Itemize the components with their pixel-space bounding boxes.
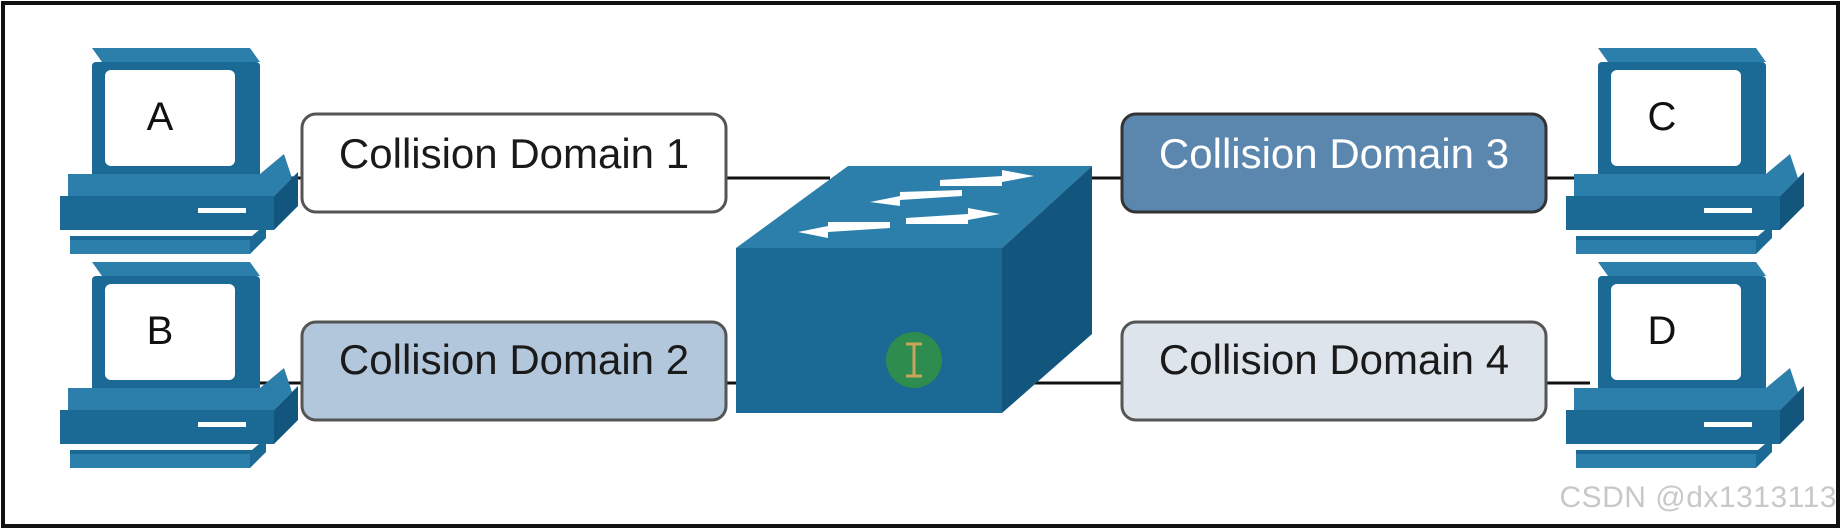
- collision-domain-2-label: Collision Domain 2: [339, 336, 689, 383]
- collision-domain-1-label: Collision Domain 1: [339, 130, 689, 177]
- switch-front-face: [736, 248, 1002, 413]
- collision-domain-3-label: Collision Domain 3: [1159, 130, 1509, 177]
- text-cursor-icon: [886, 332, 942, 388]
- pc-d: D: [1566, 262, 1804, 468]
- arrow-left-2: [798, 222, 890, 238]
- switch-side-face: [1002, 166, 1092, 413]
- arrow-left-1: [870, 190, 962, 206]
- collision-domain-1: Collision Domain 1: [300, 112, 728, 214]
- pc-label-b: B: [147, 309, 174, 353]
- switch-arrows: [798, 170, 1034, 238]
- collision-domain-3: Collision Domain 3: [1120, 112, 1548, 214]
- arrow-right-1: [940, 170, 1034, 186]
- collision-domain-4-label: Collision Domain 4: [1159, 336, 1509, 383]
- collision-domain-4: Collision Domain 4: [1120, 320, 1548, 422]
- pc-c: C: [1566, 48, 1804, 254]
- pc-label-d: D: [1648, 309, 1677, 353]
- pc-b: B: [60, 262, 298, 468]
- csdn-watermark: CSDN @dx1313113: [1559, 481, 1837, 514]
- pc-label-c: C: [1648, 95, 1677, 139]
- pc-label-a: A: [147, 95, 174, 139]
- pc-a: A: [60, 48, 298, 254]
- arrow-right-2: [906, 208, 1000, 224]
- network-switch-icon: [736, 166, 1092, 413]
- collision-domain-2: Collision Domain 2: [300, 320, 728, 422]
